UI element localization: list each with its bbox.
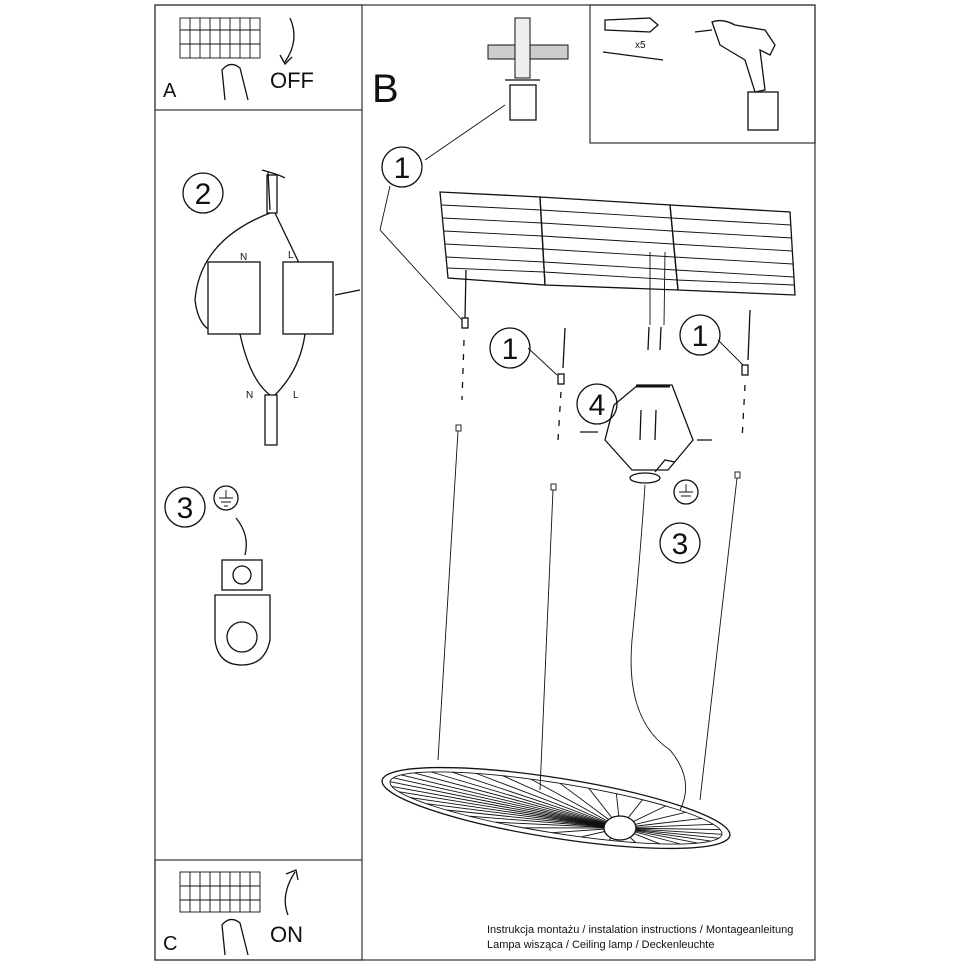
screw-icon xyxy=(602,51,664,61)
panel-c-label: C xyxy=(163,933,177,955)
lamp-shade xyxy=(381,766,731,850)
shade-rib xyxy=(495,821,621,829)
svg-text:1: 1 xyxy=(692,320,709,353)
footer-product: Lampa wisząca / Ceiling lamp / Deckenleu… xyxy=(487,939,714,951)
tools-frame xyxy=(589,4,816,144)
svg-text:2: 2 xyxy=(195,178,212,211)
quantity-label: x5 xyxy=(635,40,646,51)
step-1-callout: 1 xyxy=(679,314,744,366)
breaker-on-icon xyxy=(179,869,299,956)
shade-rib xyxy=(393,777,621,829)
neutral-label-bottom: N xyxy=(246,390,253,401)
neutral-label-top: N xyxy=(240,252,247,263)
step-2-callout: 2 xyxy=(182,172,224,214)
step-4-callout: 4 xyxy=(576,383,618,425)
shade-rib xyxy=(619,827,722,835)
shade-rib xyxy=(410,797,621,829)
shade-rib xyxy=(391,785,621,829)
on-label: ON xyxy=(270,922,303,947)
mounting-screws xyxy=(461,251,751,441)
panel-a-frame xyxy=(154,4,363,111)
svg-text:1: 1 xyxy=(502,333,519,366)
wall-plug-icon xyxy=(604,17,659,33)
shade-rib xyxy=(431,771,621,829)
shade-rib xyxy=(476,773,621,829)
mounting-bracket xyxy=(580,384,712,505)
ceiling-anchor-detail xyxy=(487,17,569,121)
ground-terminal xyxy=(213,485,271,666)
shade-rib xyxy=(502,775,621,829)
panel-b-label: B xyxy=(372,67,399,111)
svg-text:3: 3 xyxy=(672,528,689,561)
shade-rib xyxy=(401,774,621,829)
step-3-callout: 3 xyxy=(164,486,206,528)
shade-rib xyxy=(530,778,621,829)
svg-text:4: 4 xyxy=(589,389,606,422)
live-label-bottom: L xyxy=(293,390,299,401)
shade-rib xyxy=(469,815,621,829)
step-1-callout: 1 xyxy=(489,327,558,376)
suspension-cables xyxy=(437,424,741,811)
ceiling-plate xyxy=(439,191,796,296)
shade-rib xyxy=(398,791,621,829)
drill-icon xyxy=(694,19,779,131)
shade-rib xyxy=(426,803,621,829)
shade-rib xyxy=(452,771,621,829)
outer-frame xyxy=(154,4,816,961)
svg-text:1: 1 xyxy=(394,152,411,185)
shade-rib xyxy=(414,772,621,829)
svg-text:3: 3 xyxy=(177,492,194,525)
breaker-off-icon xyxy=(179,17,295,101)
shade-rib xyxy=(390,781,621,829)
live-label-top: L xyxy=(288,250,294,261)
shade-rib xyxy=(619,827,721,831)
panel-c-frame xyxy=(154,859,363,961)
off-label: OFF xyxy=(270,68,314,93)
step-3-callout: 3 xyxy=(659,522,701,564)
terminal-block-wiring xyxy=(194,169,361,446)
step-1-callout: 1 xyxy=(379,146,463,321)
footer-instructions: Instrukcja montażu / instalation instruc… xyxy=(487,924,793,936)
shade-rib xyxy=(446,809,621,829)
panel-a-label: A xyxy=(163,80,177,102)
